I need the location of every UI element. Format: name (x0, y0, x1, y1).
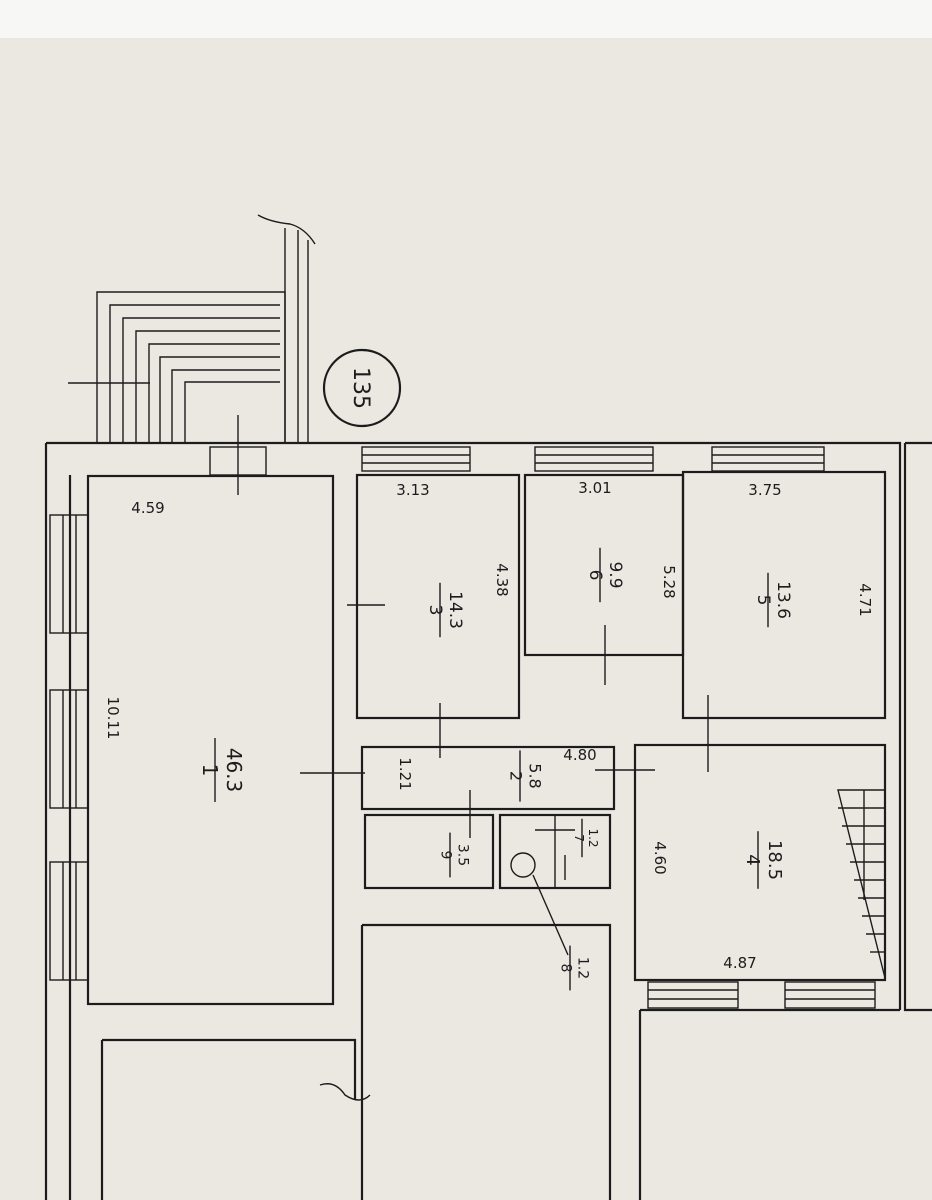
building-number: 135 (348, 367, 373, 409)
porch-extension (68, 214, 316, 443)
room-5-outline (681, 470, 887, 720)
room-area-4: 18.5 (764, 840, 785, 880)
room-area-5: 13.6 (773, 581, 793, 619)
paper-top-edge (0, 0, 932, 38)
room-area-3: 14.3 (445, 591, 465, 629)
room-dim-5-0: 3.75 (748, 481, 781, 499)
windows (49, 446, 876, 1009)
room-9-outline (363, 813, 495, 890)
building-number-circle (322, 348, 402, 428)
room-number-2: 2 (506, 771, 525, 781)
room-number-7: 7 (572, 834, 586, 842)
room-number-3: 3 (425, 605, 445, 616)
outer-walls (44, 441, 932, 1200)
staircase (837, 789, 886, 979)
room-dim-6-0: 3.01 (578, 479, 611, 497)
room-dim-5-1: 4.71 (856, 583, 874, 616)
room-number-9: 9 (438, 851, 454, 860)
room-area-9: 3.5 (454, 844, 470, 866)
room-area-8: 1.2 (574, 957, 590, 979)
room-area-6: 9.9 (605, 561, 625, 588)
room-dim-2-0: 4.80 (563, 746, 596, 764)
room-dim-2-1: 1.21 (396, 757, 414, 790)
room-dim-3-1: 4.38 (493, 563, 511, 596)
room-dim-4-0: 4.60 (651, 841, 669, 874)
room-number-8: 8 (558, 964, 574, 973)
room-area-7: 1.2 (586, 828, 600, 847)
room-3-outline (355, 473, 521, 720)
room-number-6: 6 (585, 570, 605, 581)
room-number-1: 1 (198, 764, 222, 777)
room-number-5: 5 (753, 595, 773, 606)
door-marks (237, 415, 709, 1101)
room-dim-1-0: 4.59 (131, 499, 164, 517)
room-dim-6-1: 5.28 (660, 565, 678, 598)
room-dim-3-0: 3.13 (396, 481, 429, 499)
room-area-2: 5.8 (526, 763, 545, 788)
room-2-outline (360, 745, 616, 811)
room-area-1: 46.3 (222, 748, 246, 793)
room-number-4: 4 (742, 854, 763, 865)
room-dim-1-1: 10.11 (104, 697, 122, 740)
room-dim-4-1: 4.87 (723, 954, 756, 972)
